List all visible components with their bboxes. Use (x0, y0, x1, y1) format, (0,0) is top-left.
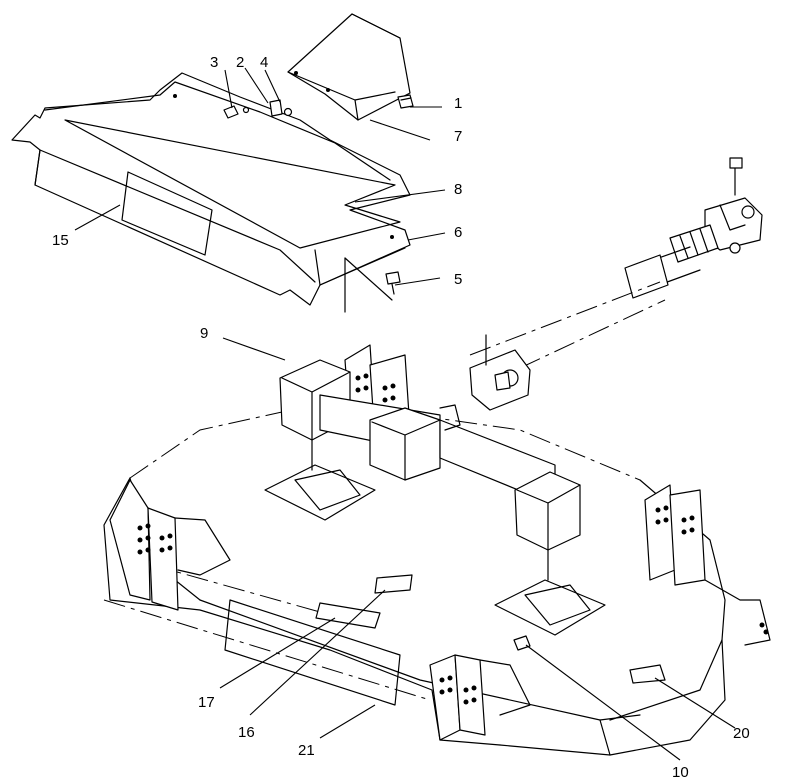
callout-7: 7 (454, 128, 462, 145)
callout-20: 20 (733, 725, 750, 742)
bolt-part (385, 271, 401, 295)
belt-guard (287, 13, 411, 121)
drive-shaft (469, 157, 763, 411)
callout-16: 16 (238, 724, 255, 741)
callout-15: 15 (52, 232, 69, 249)
bolt-10 (513, 635, 531, 651)
gearbox-assembly (264, 359, 606, 636)
callout-8: 8 (454, 181, 462, 198)
callout-21: 21 (298, 742, 315, 759)
deck-bracket-left (109, 479, 231, 611)
callout-9: 9 (200, 325, 208, 342)
callout-10: 10 (672, 764, 689, 781)
callout-4: 4 (260, 54, 268, 71)
leader-lines (74, 67, 736, 761)
deck-bracket-right (644, 484, 771, 646)
belt-cover-shield (11, 72, 411, 313)
callout-1: 1 (454, 95, 462, 112)
callout-17: 17 (198, 694, 215, 711)
decals (224, 574, 666, 706)
clip-part (397, 94, 414, 109)
callout-3: 3 (210, 54, 218, 71)
callout-labels: 1 2 3 4 5 6 7 8 9 10 15 16 17 20 21 (52, 54, 750, 781)
callout-2: 2 (236, 54, 244, 71)
small-hardware (223, 99, 293, 119)
deck-bracket-center (429, 654, 531, 741)
callout-6: 6 (454, 224, 462, 241)
callout-5: 5 (454, 271, 462, 288)
